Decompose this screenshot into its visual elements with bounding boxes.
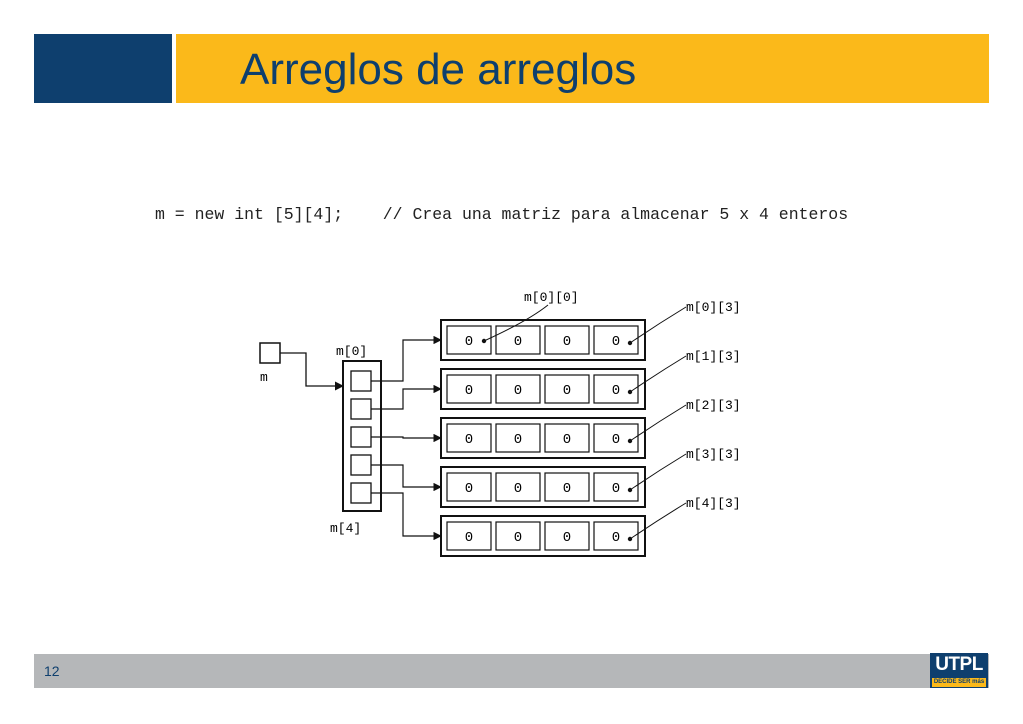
row-cell-value: 0 [612,432,620,448]
row-end-label: m[1][3] [686,349,741,364]
row-cell-value: 0 [465,481,473,497]
row-array [440,417,646,459]
row-cell-value: 0 [514,383,522,399]
row-cell [446,423,492,453]
row-cell [544,521,590,551]
row-end-label: m[2][3] [686,398,741,413]
row-cell [593,423,639,453]
row-cell-value: 0 [612,334,620,350]
row-pointer-arrow [371,335,442,382]
row-pointer-arrow [371,384,442,410]
row-cell [593,521,639,551]
row-cell-value: 0 [563,383,571,399]
row-cell-value: 0 [514,432,522,448]
row-cell-value: 0 [465,530,473,546]
array-diagram: m m[0] m[4] m[0][0] 0 0 0 0 0 0 0 0 0 0 0 0 0 0 0 0 0 0 0 0… [259,290,741,557]
row-cell [446,521,492,551]
page-number: 12 [44,663,60,679]
row-end-label: m[4][3] [686,496,741,511]
row-end-dot [627,389,633,395]
column-cell [350,426,372,448]
footer-bar [34,654,989,688]
header-blue-block [34,34,172,103]
row-cell-value: 0 [612,383,620,399]
top-cell-pointer [483,304,549,342]
top-cell-label: m[0][0] [524,290,579,305]
row-pointer-arrow [371,464,442,492]
row-end-label: m[3][3] [686,447,741,462]
row-array [440,466,646,508]
header-gold-bar [176,34,989,103]
col-bottom-label: m[4] [330,521,361,536]
row-cell [544,325,590,355]
utpl-logo: UTPL DECIDE SER más [930,653,988,688]
row-cell-value: 0 [563,432,571,448]
row-cell-value: 0 [514,530,522,546]
row-end-pointer [629,355,687,393]
column-cell [350,370,372,392]
row-cell [495,374,541,404]
var-m-label: m [260,370,268,385]
row-cell-value: 0 [465,334,473,350]
row-cell [544,472,590,502]
row-cell [495,521,541,551]
row-cell-value: 0 [612,481,620,497]
row-cell [593,472,639,502]
logo-name: UTPL [935,654,983,675]
slide-title: Arreglos de arreglos [240,45,637,94]
row-cell [495,472,541,502]
row-pointer-arrow [371,492,442,541]
row-cell-value: 0 [465,383,473,399]
var-m-box [259,342,281,364]
row-cell [544,423,590,453]
row-cell-value: 0 [563,481,571,497]
row-end-pointer [629,306,687,344]
col-top-label: m[0] [336,344,367,359]
row-end-label: m[0][3] [686,300,741,315]
row-array [440,319,646,361]
column-cell [350,398,372,420]
row-pointer-arrow [371,433,442,443]
row-cell-value: 0 [465,432,473,448]
row-cell-value: 0 [563,334,571,350]
row-array [440,515,646,557]
row-cell [593,325,639,355]
row-cell-value: 0 [612,530,620,546]
row-end-dot [627,438,633,444]
row-cell [446,325,492,355]
top-cell-dot [481,338,487,344]
row-end-dot [627,487,633,493]
row-cell [446,472,492,502]
logo-tagline: DECIDE SER más [932,678,986,687]
row-end-pointer [629,453,687,491]
row-cell-value: 0 [514,334,522,350]
row-cell [446,374,492,404]
row-end-dot [627,536,633,542]
row-cell [495,423,541,453]
row-cell [544,374,590,404]
row-cell [495,325,541,355]
column-cell [350,482,372,504]
row-end-pointer [629,502,687,540]
column-array [342,360,382,512]
var-m-arrow [280,352,344,391]
row-end-pointer [629,404,687,442]
row-cell-value: 0 [514,481,522,497]
row-cell [593,374,639,404]
row-cell-value: 0 [563,530,571,546]
row-end-dot [627,340,633,346]
column-cell [350,454,372,476]
row-array [440,368,646,410]
code-line: m = new int [5][4]; // Crea una matriz p… [155,205,849,224]
